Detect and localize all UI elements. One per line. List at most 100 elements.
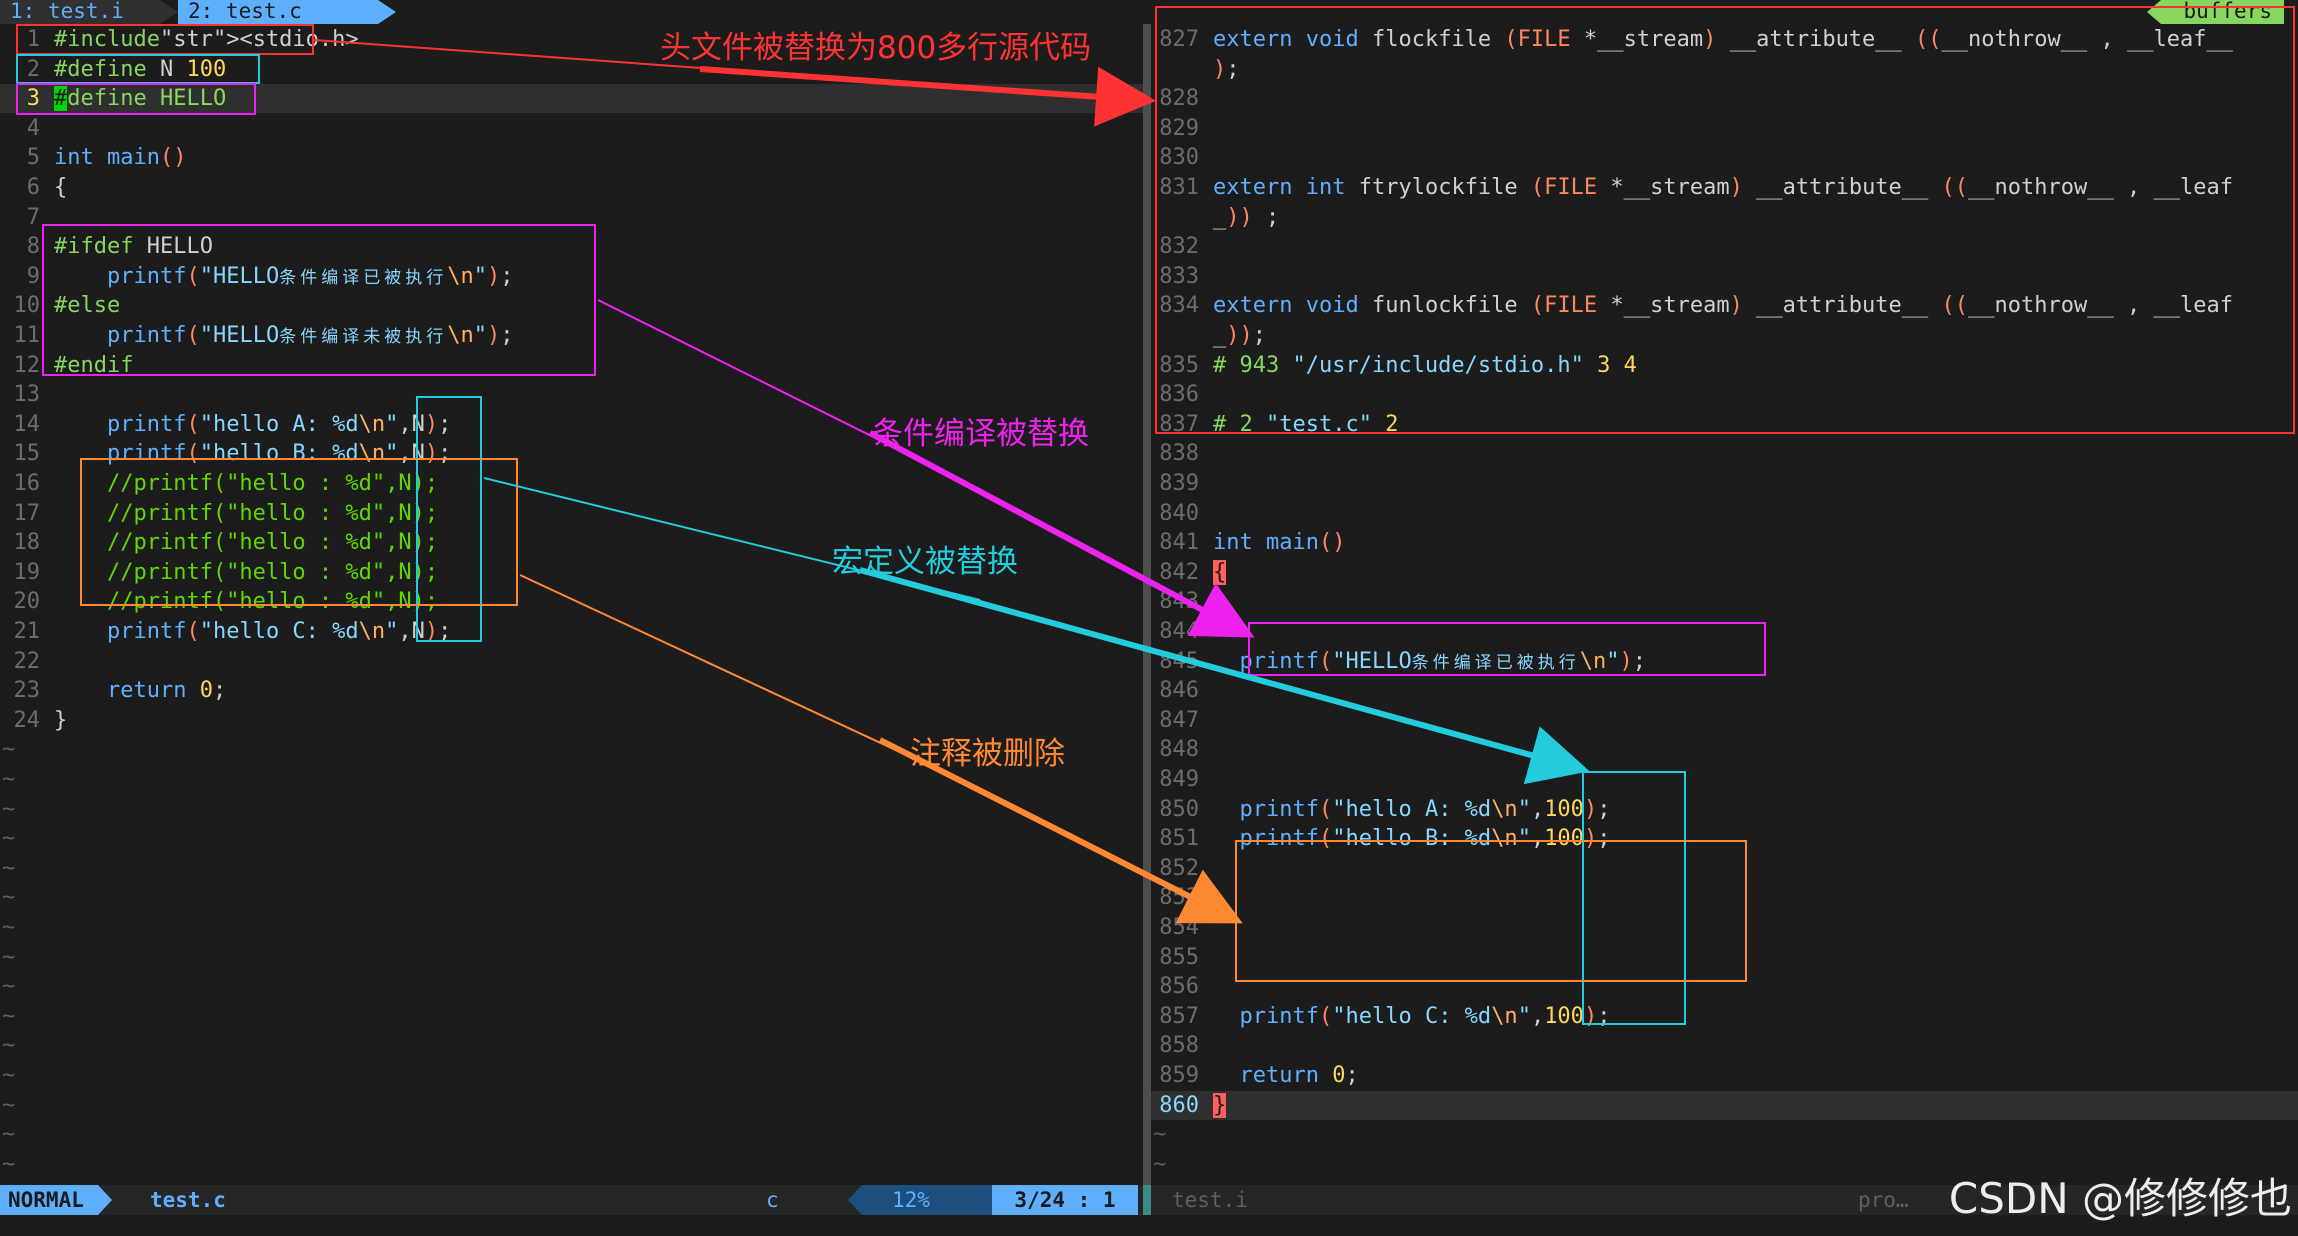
code-line[interactable]: 22 <box>0 647 1143 676</box>
empty-buffer-line: ~ <box>2 767 16 792</box>
code-line[interactable]: 859 return 0; <box>1151 1061 2298 1090</box>
code-line[interactable]: 7 <box>0 203 1143 232</box>
line-text: _)); <box>1213 323 1266 348</box>
line-number: 846 <box>1159 678 1199 704</box>
line-number: 855 <box>1159 944 1199 970</box>
line-number: 857 <box>1159 1003 1199 1029</box>
code-line[interactable]: _)); <box>1151 321 2298 350</box>
code-line[interactable]: 13 <box>0 380 1143 409</box>
code-line[interactable]: 842{ <box>1151 558 2298 587</box>
line-number: 848 <box>1159 737 1199 763</box>
code-line[interactable]: 17 //printf("hello : %d",N); <box>0 499 1143 528</box>
empty-buffer-line: ~ <box>2 944 16 970</box>
tab-test-i[interactable]: 1: test.i <box>0 0 178 24</box>
code-line[interactable]: 19 //printf("hello : %d",N); <box>0 558 1143 587</box>
code-line[interactable]: 850 printf("hello A: %d\n",100); <box>1151 795 2298 824</box>
code-line[interactable]: 16 //printf("hello : %d",N); <box>0 469 1143 498</box>
empty-buffer-line: ~ <box>2 737 16 763</box>
code-line[interactable]: 15 printf("hello B: %d\n",N); <box>0 439 1143 468</box>
code-line[interactable]: 10#else <box>0 291 1143 320</box>
annotation-conditional-replaced: 条件编译被替换 <box>872 416 1089 452</box>
code-line[interactable]: 830 <box>1151 143 2298 172</box>
box-include-line <box>16 24 314 55</box>
line-text: { <box>54 175 68 200</box>
line-text: ); <box>1213 56 1240 82</box>
line-text: int main() <box>1213 530 1346 556</box>
code-line[interactable]: 857 printf("hello C: %d\n",100); <box>1151 1002 2298 1031</box>
code-line[interactable]: 835# 943 "/usr/include/stdio.h" 3 4 <box>1151 351 2298 380</box>
line-number: 832 <box>1159 234 1199 260</box>
empty-buffer-line: ~ <box>1153 1151 1167 1177</box>
line-text: printf("hello B: %d\n",100); <box>1239 826 1611 852</box>
code-line[interactable]: 14 printf("hello A: %d\n",N); <box>0 410 1143 439</box>
line-number: 3 <box>26 86 40 112</box>
code-line[interactable]: 9 printf("HELLO条件编译已被执行\n"); <box>0 262 1143 291</box>
code-line[interactable]: 6{ <box>0 173 1143 202</box>
command-line[interactable] <box>0 1215 2298 1236</box>
code-line[interactable]: 24} <box>0 706 1143 735</box>
line-number: 835 <box>1159 352 1199 378</box>
code-line[interactable]: 4 <box>0 114 1143 143</box>
code-line[interactable]: 843 <box>1151 587 2298 616</box>
code-line[interactable]: 840 <box>1151 499 2298 528</box>
line-number: 842 <box>1159 559 1199 585</box>
code-line[interactable]: 829 <box>1151 114 2298 143</box>
code-line[interactable]: 833 <box>1151 262 2298 291</box>
line-number: 18 <box>13 530 41 556</box>
line-number: 831 <box>1159 175 1199 200</box>
code-line[interactable]: 20 //printf("hello : %d",N); <box>0 587 1143 616</box>
code-line[interactable]: 836 <box>1151 380 2298 409</box>
code-line[interactable]: 12#endif <box>0 351 1143 380</box>
box-define-n-line <box>16 54 260 84</box>
code-line[interactable]: 21 printf("hello C: %d\n",N); <box>0 617 1143 646</box>
line-number: 14 <box>13 411 41 437</box>
line-text: //printf("hello : %d",N); <box>54 589 439 615</box>
code-line[interactable]: 8#ifdef HELLO <box>0 232 1143 261</box>
code-line[interactable]: 839 <box>1151 469 2298 498</box>
empty-buffer-line: ~ <box>2 915 16 940</box>
line-number: 840 <box>1159 500 1199 526</box>
empty-buffer-line: ~ <box>1153 1122 1167 1148</box>
line-text: printf("hello C: %d\n",100); <box>1239 1003 1611 1029</box>
code-line[interactable]: 18 //printf("hello : %d",N); <box>0 528 1143 557</box>
code-line[interactable]: 847 <box>1151 706 2298 735</box>
code-line[interactable]: ); <box>1151 55 2298 84</box>
empty-buffer-line: ~ <box>0 1179 1143 1185</box>
code-line[interactable]: 846 <box>1151 676 2298 705</box>
code-line[interactable]: 860} <box>1151 1090 2298 1120</box>
code-line[interactable]: 856 <box>1151 972 2298 1001</box>
code-line[interactable]: 838 <box>1151 439 2298 468</box>
code-line[interactable]: 832 <box>1151 232 2298 261</box>
line-number: 8 <box>26 234 40 260</box>
statusline: NORMAL test.c c 12% 3/24 : 1 test.i pro… <box>0 1185 2298 1215</box>
code-line[interactable]: 11 printf("HELLO条件编译未被执行\n"); <box>0 321 1143 350</box>
tab-test-c[interactable]: 2: test.c <box>178 0 396 24</box>
code-line[interactable]: 828 <box>1151 84 2298 113</box>
code-line[interactable]: 858 <box>1151 1031 2298 1060</box>
statusline-cursor-position: 3/24 : 1 <box>992 1185 1138 1215</box>
line-number: 2 <box>26 56 40 82</box>
statusline-divider <box>1143 1185 1151 1215</box>
code-line[interactable]: _)) ; <box>1151 203 2298 232</box>
box-macro-n-usages <box>416 396 482 642</box>
code-line[interactable]: 848 <box>1151 735 2298 764</box>
line-number: 860 <box>1159 1092 1199 1118</box>
box-ifdef-block <box>42 224 596 376</box>
code-line[interactable]: 2#define N 100 <box>0 55 1143 84</box>
statusline-left: NORMAL test.c c 12% 3/24 : 1 <box>0 1185 1143 1215</box>
line-number: 833 <box>1159 263 1199 289</box>
code-line[interactable]: 849 <box>1151 765 2298 794</box>
line-text: } <box>1213 1092 1227 1118</box>
code-line[interactable]: 855 <box>1151 943 2298 972</box>
line-text: extern void funlockfile (FILE *__stream)… <box>1213 293 2233 319</box>
window-split-divider[interactable] <box>1143 24 1151 1185</box>
code-line[interactable]: 23 return 0; <box>0 676 1143 705</box>
annotation-comments-removed: 注释被删除 <box>910 736 1065 772</box>
box-stdio-expansion <box>1155 6 2295 434</box>
